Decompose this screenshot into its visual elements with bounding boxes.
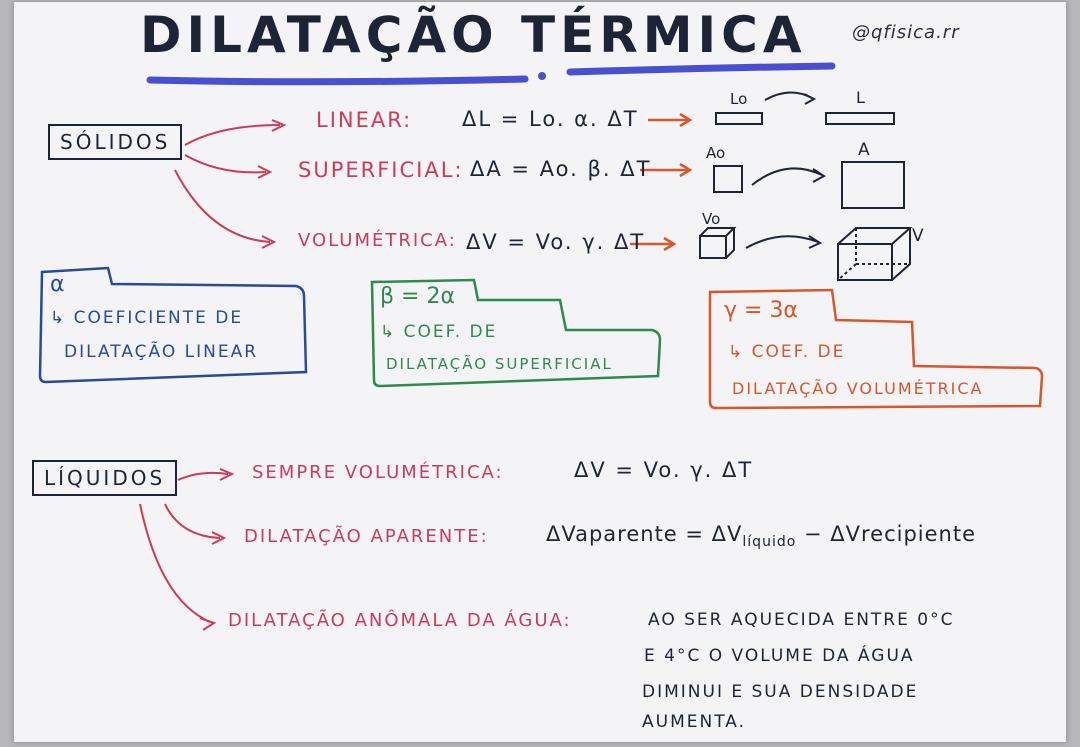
volumetrica-name: Volumétrica: <box>298 230 457 251</box>
arrow-to-sempre <box>177 471 229 481</box>
alpha-symbol: α <box>50 272 65 297</box>
solidos-label: Sólidos <box>48 124 183 160</box>
sempre-name: Sempre volumétrica: <box>252 462 504 483</box>
arrow-head-superficial <box>257 165 273 179</box>
paper-sheet <box>14 2 1066 742</box>
linear-after-label: L <box>856 88 865 107</box>
square-final <box>841 161 905 209</box>
aparente-name: Dilatação aparente: <box>244 526 489 547</box>
page-title: Dilatação Térmica <box>140 6 807 64</box>
cube-final-front <box>837 243 893 281</box>
title-underline-dot <box>538 72 546 80</box>
sempre-formula: ΔV = Vo. γ. ΔT <box>574 458 754 482</box>
anomala-line3: diminui e sua densidade <box>642 682 919 702</box>
alpha-callout-box <box>38 266 308 384</box>
aparente-formula-sub: líquido <box>742 534 797 551</box>
square-arrow <box>751 167 823 186</box>
anomala-name: Dilatação anômala da água: <box>228 610 572 631</box>
cube-final-depth <box>837 227 913 281</box>
volumetrica-after-label: V <box>912 226 924 246</box>
beta-symbol: β = 2α <box>380 284 455 309</box>
author-handle: @qfisica.rr <box>852 22 960 43</box>
anomala-line1: Ao ser aquecida entre 0°C <box>648 610 955 630</box>
arrow-to-aparente <box>164 503 221 539</box>
volumetrica-formula: ΔV = Vo. γ. ΔT <box>466 230 646 254</box>
volumetrica-before-label: Vo <box>702 210 721 228</box>
superficial-formula: ΔA = Ao. β. ΔT <box>470 157 652 181</box>
equation-arrows <box>630 112 693 252</box>
cube-arrow <box>745 235 819 249</box>
cube-initial-front <box>699 235 727 259</box>
aparente-formula-tail: − ΔVrecipiente <box>803 522 977 546</box>
superficial-after-label: A <box>858 140 870 160</box>
beta-line2: dilatação superficial <box>386 355 613 373</box>
superficial-name: Superficial: <box>298 158 464 182</box>
alpha-line2: dilatação linear <box>64 342 259 362</box>
linear-diagram <box>715 91 895 125</box>
beta-callout-box <box>370 278 662 388</box>
square-initial <box>713 165 743 193</box>
liquidos-label: Líquidos <box>32 460 178 496</box>
anomala-line4: aumenta. <box>642 712 746 732</box>
linear-formula: ΔL = Lo. α. ΔT <box>462 107 639 131</box>
title-underline-right <box>566 62 836 76</box>
anomala-line2: e 4°C o volume da água <box>644 646 915 666</box>
linear-before-label: Lo <box>730 90 748 108</box>
title-underline-left <box>146 75 529 86</box>
arrow-to-volumetrica <box>174 169 271 243</box>
arrow-to-anomala <box>139 503 211 623</box>
arrow-head-linear <box>271 119 287 132</box>
gamma-callout-box <box>708 288 1044 410</box>
rod-final <box>825 112 895 125</box>
gamma-line2: dilatação volumétrica <box>732 379 984 398</box>
beta-line1: ↳ coef. de <box>380 322 498 342</box>
liquidos-arrows <box>139 468 235 631</box>
arrow-to-linear <box>184 124 281 146</box>
gamma-symbol: γ = 3α <box>724 298 798 323</box>
gamma-line1: ↳ coef. de <box>728 342 846 362</box>
rod-initial <box>715 112 763 125</box>
arrow-head-volumetrica <box>261 235 277 249</box>
aparente-formula: ΔVaparente = ΔVlíquido − ΔVrecipiente <box>546 522 976 550</box>
alpha-line1: ↳ coeficiente de <box>50 308 244 328</box>
superficial-diagram <box>713 161 905 209</box>
linear-name: Linear: <box>316 108 413 132</box>
cube-initial-depth <box>699 227 737 259</box>
superficial-before-label: Ao <box>706 144 726 162</box>
aparente-formula-main: ΔVaparente = ΔV <box>546 522 743 546</box>
solidos-arrows <box>174 119 287 249</box>
arrow-to-superficial <box>184 154 267 174</box>
volumetric-diagram <box>699 227 913 281</box>
